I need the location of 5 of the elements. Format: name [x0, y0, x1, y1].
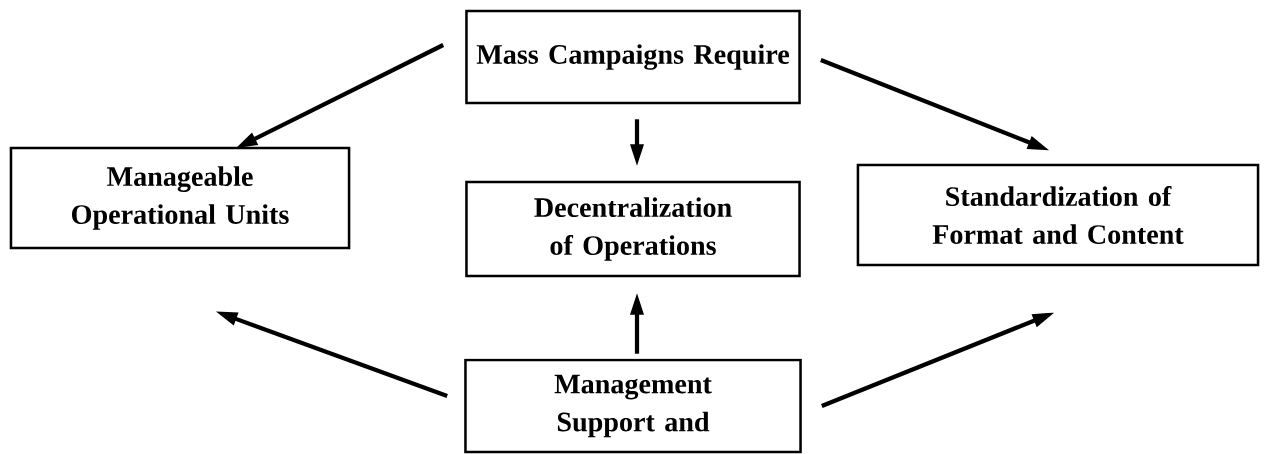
process-box: Management Support and: [464, 358, 802, 454]
process-box: Standardization of Format and Content: [856, 163, 1260, 267]
process-box: Mass Campaigns Require: [465, 9, 801, 105]
process-box: Decentralization of Operations: [465, 180, 801, 278]
process-box: Manageable Operational Units: [9, 146, 351, 250]
